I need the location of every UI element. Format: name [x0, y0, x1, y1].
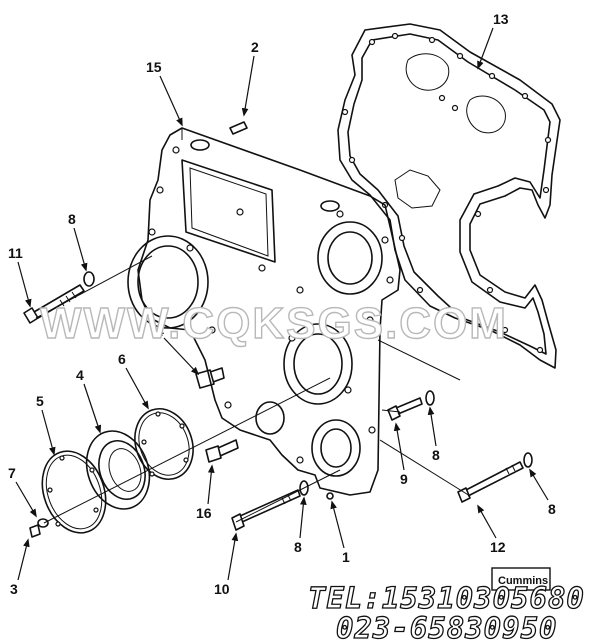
- callout-8-far-right: 8: [548, 501, 556, 517]
- cummins-stamp: Cummins: [491, 567, 551, 591]
- callout-4-upper: 4: [156, 323, 164, 339]
- leader-lines: [15, 27, 549, 581]
- gasket-part-13: [337, 23, 561, 369]
- callout-7: 7: [8, 465, 16, 481]
- washer-part-7: [37, 518, 49, 528]
- screw-part-3: [29, 524, 41, 538]
- dowel-pin-part-2: [229, 121, 248, 135]
- washer-part-8-bottom: [299, 480, 309, 496]
- callout-2: 2: [251, 39, 259, 55]
- watermark-phone: 023-65830950: [336, 611, 558, 644]
- callout-3: 3: [10, 581, 18, 597]
- callout-16: 16: [196, 505, 212, 521]
- callout-labels: 13 2 15 8 11 4 6 4 5 7 3 16 10 8 1 9 8 8…: [8, 11, 556, 597]
- callout-12: 12: [490, 539, 506, 555]
- washer-part-8-far-right: [523, 452, 533, 468]
- plug-part-16: [205, 439, 239, 463]
- pin-part-1: [326, 492, 334, 500]
- bolt-part-10: [231, 489, 301, 531]
- callout-13: 13: [493, 11, 509, 27]
- watermark-tel: TEL:15310305680: [308, 581, 585, 615]
- watermark: WWW.CQKSGS.COM TEL:15310305680 023-65830…: [39, 298, 585, 644]
- callout-4-lower: 4: [76, 367, 84, 383]
- bolt-part-9: [387, 397, 423, 421]
- front-cover-part-15: [127, 127, 401, 496]
- callout-6: 6: [118, 351, 126, 367]
- gasket-part-6: [134, 408, 194, 480]
- alignment-lines: [35, 255, 471, 524]
- callout-9: 9: [400, 471, 408, 487]
- watermark-site: WWW.CQKSGS.COM: [40, 299, 508, 348]
- callout-15: 15: [146, 59, 162, 75]
- callout-1: 1: [342, 549, 350, 565]
- callout-8-upper-left: 8: [68, 211, 76, 227]
- washer-part-8-left: [83, 271, 95, 287]
- callout-10: 10: [214, 581, 230, 597]
- fitting-part-4: [195, 367, 225, 389]
- washer-part-8-right: [425, 390, 435, 406]
- callout-8-bottom: 8: [294, 539, 302, 555]
- cover-plate-part-5: [41, 450, 107, 534]
- stamp-text: Cummins: [498, 575, 548, 587]
- bolt-part-12: [457, 461, 524, 503]
- callout-11: 11: [8, 245, 23, 261]
- callout-5: 5: [36, 393, 44, 409]
- callout-8-right: 8: [432, 447, 440, 463]
